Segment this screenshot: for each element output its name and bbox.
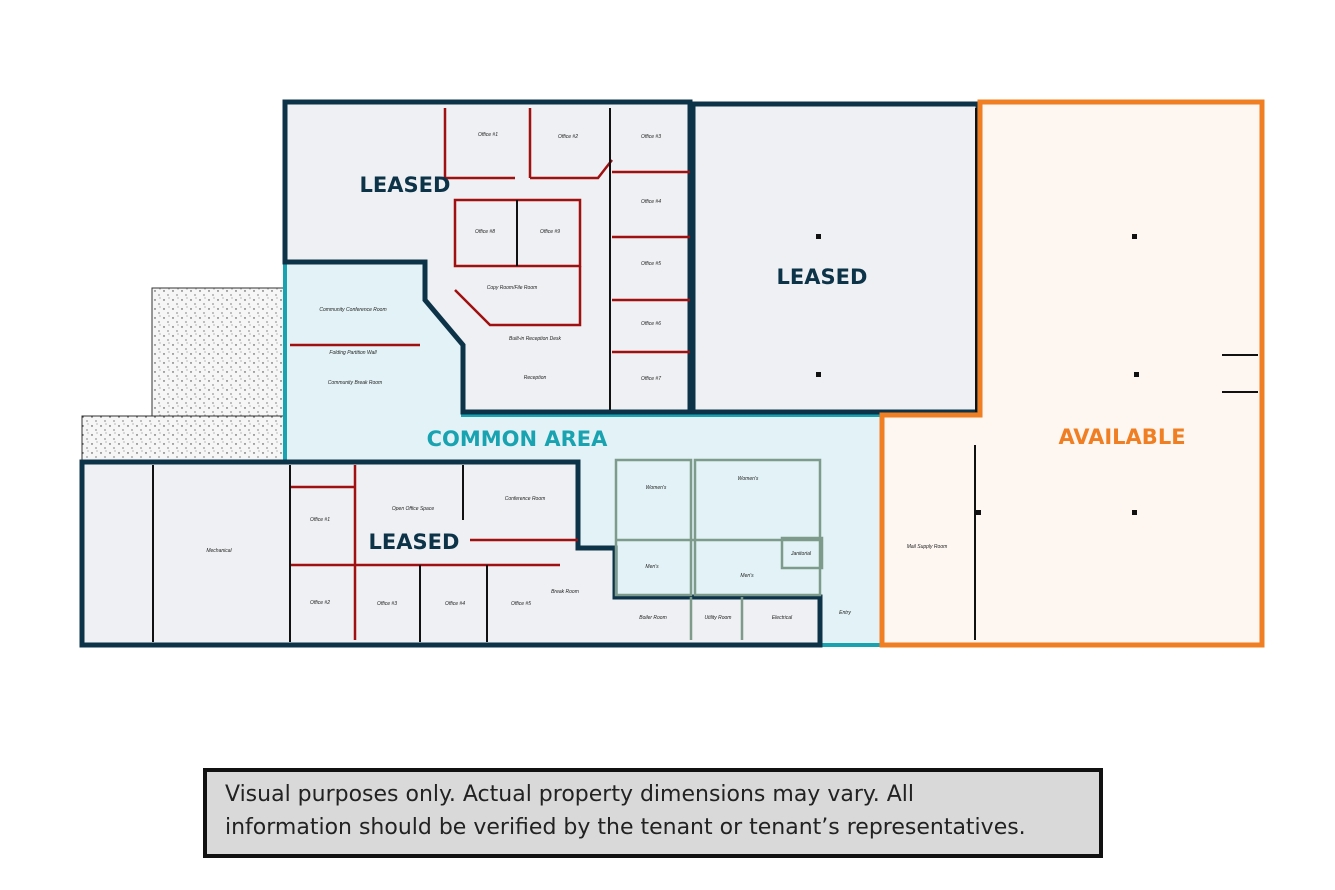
room-label: Men's (645, 564, 659, 570)
room-label: Office #9 (540, 229, 560, 235)
room-label: Office #5 (641, 261, 661, 267)
room-label: Built-in Reception Desk (509, 336, 561, 342)
room-label: Break Room (551, 589, 579, 595)
room-label: Office #8 (475, 229, 495, 235)
floor-plan: LEASED LEASED LEASED COMMON AREA AVAILAB… (79, 99, 1265, 648)
leased-zone-top-left[interactable] (282, 99, 693, 415)
room-label: Copy Room/File Room (487, 285, 538, 291)
room-label: Office #4 (641, 199, 661, 205)
room-label: Women's (738, 476, 759, 482)
room-label: Open Office Space (392, 506, 434, 512)
room-label: Community Conference Room (319, 307, 386, 313)
exterior-hardscape (81, 287, 286, 463)
room-label: Mechanical (206, 548, 232, 554)
room-label: Office #6 (641, 321, 661, 327)
room-label: Mail Supply Room (907, 544, 948, 550)
room-label: Office #4 (445, 601, 465, 607)
room-label: Conference Room (505, 496, 546, 502)
leased-zone-bottom[interactable] (79, 459, 823, 648)
room-label: Office #7 (641, 376, 661, 382)
column-markers (816, 234, 1139, 515)
available-label: AVAILABLE (1058, 425, 1185, 449)
room-label: Office #2 (558, 134, 578, 140)
room-label: Folding Partition Wall (329, 350, 377, 356)
room-label: Office #1 (310, 517, 330, 523)
room-label: Community Break Room (328, 380, 382, 386)
room-label: Women's (646, 485, 667, 491)
room-label: Men's (740, 573, 754, 579)
common-area-label: COMMON AREA (427, 427, 609, 451)
room-label: Janitorial (790, 551, 812, 557)
partition-walls (152, 108, 977, 642)
restroom-walls (614, 458, 824, 640)
room-label: Reception (524, 375, 547, 381)
room-label: Utility Room (705, 615, 732, 621)
exterior-door[interactable] (1222, 354, 1258, 393)
room-label: Office #3 (377, 601, 397, 607)
disclaimer-box: Visual purposes only. Actual property di… (203, 768, 1103, 858)
leased-label-bottom: LEASED (369, 530, 460, 554)
disclaimer-line-1: Visual purposes only. Actual property di… (225, 782, 915, 807)
disclaimer-line-2: information should be verified by the te… (225, 815, 1026, 840)
interior-walls (290, 108, 690, 640)
room-label: Office #3 (641, 134, 661, 140)
room-label: Office #2 (310, 600, 330, 606)
room-label: Office #5 (511, 601, 531, 607)
leased-zone-top-right[interactable] (690, 101, 981, 415)
room-label: Electrical (772, 615, 793, 621)
available-zone[interactable] (879, 99, 1265, 648)
room-label: Office #1 (478, 132, 498, 138)
room-label: Boiler Room (639, 615, 667, 621)
room-label: Entry (839, 610, 851, 616)
leased-label-top-right: LEASED (777, 265, 868, 289)
leased-label-top-left: LEASED (360, 173, 451, 197)
